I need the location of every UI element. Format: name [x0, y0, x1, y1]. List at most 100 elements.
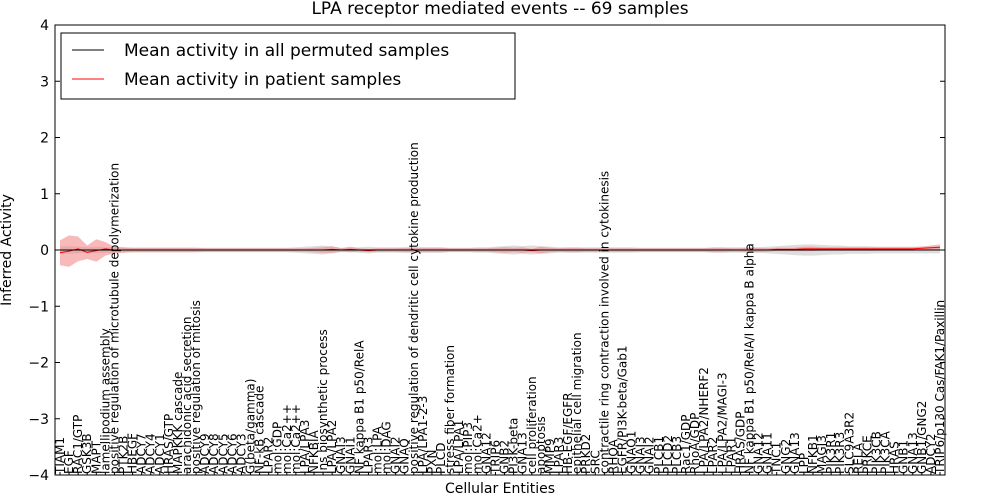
- x-tick-label: GNA11: [761, 432, 775, 474]
- x-tick-label: GNAI1: [343, 436, 357, 474]
- x-tick-label: TIAM1: [53, 437, 67, 475]
- x-tick-label: HBEGF: [126, 433, 140, 474]
- x-tick-label: epithelial cell migration: [570, 332, 584, 474]
- x-tick-label: LPA/LPA2: [325, 420, 339, 474]
- x-tick-label: TRIP6: [489, 440, 503, 475]
- x-tick-label: PIK3CB: [870, 431, 884, 474]
- legend-box: [60, 32, 516, 100]
- x-tick-label: ADCY5: [216, 433, 230, 474]
- x-tick-label: HRAS/GDP: [733, 411, 747, 474]
- x-tick-label: RELA: [851, 442, 865, 474]
- y-tick-label: 2: [40, 131, 49, 147]
- x-tick-label: LPAR1: [724, 437, 738, 474]
- x-tick-label: Ins biosynthetic process: [316, 329, 330, 474]
- x-tick-label: ADCY1: [153, 433, 167, 474]
- x-tick-label: PLCB3: [670, 436, 684, 474]
- y-tick-label: 4: [40, 18, 49, 34]
- x-tick-label: RHOA: [606, 438, 620, 474]
- x-tick-label: MAPT: [89, 440, 103, 474]
- x-tick-label: GNAQ: [398, 438, 412, 474]
- x-tick-label: PRKCE: [860, 435, 874, 474]
- x-tick-label: LPAR2: [706, 437, 720, 474]
- x-tick-label: mol:Ca2++: [289, 404, 303, 474]
- x-tick-label: SLC9A3R2: [842, 412, 856, 474]
- x-tick-label: SRC: [588, 450, 602, 474]
- y-tick-label: −1: [28, 299, 49, 315]
- x-tick-label: LPA/LPA1: [452, 420, 466, 474]
- x-tick-label: ADCY8: [207, 433, 221, 474]
- x-tick-label: LPA/LPA2/MAGI-3: [715, 372, 729, 474]
- x-tick-label: GNAI3: [334, 436, 348, 474]
- x-tick-label: PRKD2: [579, 434, 593, 474]
- series-band-1: [60, 235, 940, 267]
- x-tick-label: GNA12: [479, 432, 493, 474]
- x-tick-label: LPAR3: [552, 437, 566, 474]
- x-tick-label: NF-kB cascade: [253, 386, 267, 474]
- x-tick-label: stress fiber formation: [443, 345, 457, 474]
- x-tick-label: GNAO1: [625, 431, 639, 474]
- x-tick-label: positive regulation of mitosis: [189, 300, 203, 474]
- x-tick-label: contractile ring contraction involved in…: [597, 171, 611, 474]
- x-tick-label: GNA13: [516, 432, 530, 474]
- y-tick-label: 0: [40, 243, 49, 259]
- x-axis-label: Cellular Entities: [445, 481, 555, 497]
- x-tick-label: ADCY2: [924, 433, 938, 474]
- y-tick-label: 3: [40, 74, 49, 90]
- x-tick-label: LPAR3: [362, 437, 376, 474]
- x-tick-label: GNAI2: [389, 436, 403, 474]
- x-tick-label: NF kappa B1 p50/RelA/I kappa B alpha: [743, 243, 757, 474]
- x-tick-label: ADCY3: [234, 433, 248, 474]
- x-tick-label: PLCD: [434, 442, 448, 474]
- legend-label: Mean activity in all permuted samples: [124, 41, 449, 61]
- confidence-bands: [60, 235, 940, 267]
- x-tick-label: PLCD2: [661, 435, 675, 474]
- x-tick-label: LPA/LPA1-2-3: [416, 396, 430, 474]
- x-tick-label: PIK3CA: [879, 430, 893, 474]
- y-tick-label: 1: [40, 187, 49, 203]
- series-lines: [59, 246, 941, 254]
- x-tick-label: GNA13: [788, 432, 802, 474]
- x-tick-label: LPA/LPA3: [298, 420, 312, 474]
- x-tick-label: Rac1/GDP: [679, 415, 693, 474]
- y-tick-label: −2: [28, 356, 49, 372]
- x-tick-label: GNG2: [779, 439, 793, 474]
- x-tick-label: NFKB1: [806, 434, 820, 474]
- x-tick-label: HRAS: [888, 441, 902, 474]
- x-tick-label: GNB1/GNG2: [915, 401, 929, 474]
- chart-title: LPA receptor mediated events -- 69 sampl…: [311, 0, 688, 19]
- x-tick-label: lamellipodium assembly: [98, 328, 112, 474]
- x-tick-label: NF kappa B1 p50/RelA: [352, 340, 366, 474]
- legend: Mean activity in all permuted samplesMea…: [60, 32, 516, 100]
- x-tick-label: ADCY9: [198, 433, 212, 474]
- x-tick-label: apoptosis: [534, 416, 548, 474]
- x-tick-label: PIK3R1: [824, 432, 838, 474]
- x-tick-label: GNAI3: [634, 436, 648, 474]
- x-tick-label: MAGI3: [815, 435, 829, 474]
- x-tick-label: positive regulation of microtubule depol…: [107, 163, 121, 474]
- x-tick-label: LPA/LPA2/NHERF2: [697, 367, 711, 474]
- x-tick-label: RhoA/GDP: [688, 413, 702, 474]
- x-tick-label: EGFR/PI3K-beta/Gab1: [616, 345, 630, 474]
- x-tick-label: PXN: [425, 450, 439, 474]
- x-tick-label: GNB2: [498, 440, 512, 474]
- x-tick-label: RAC1/GTP: [71, 415, 85, 474]
- y-tick-label: −3: [28, 412, 49, 428]
- x-tick-label: positive regulation of dendritic cell cy…: [407, 142, 421, 474]
- y-axis-label: Inferred Activity: [0, 194, 15, 306]
- x-tick-label: ADCY6: [225, 433, 239, 474]
- x-tick-label: mol:LPA: [371, 425, 385, 474]
- x-tick-label: mol:GDP: [271, 422, 285, 474]
- x-tick-label: GNA13: [906, 432, 920, 474]
- x-tick-label: HB-EGF/EGFR: [561, 392, 575, 474]
- x-tick-label: ADCY4: [144, 433, 158, 474]
- x-tick-label: PLCB1: [652, 436, 666, 474]
- x-tick-label: TNC1: [770, 442, 784, 475]
- x-tick-label: mol:Ca2++: [280, 404, 294, 474]
- x-tick-label: PTK2B: [117, 436, 131, 474]
- x-tick-label: MAPKKK cascade: [171, 372, 185, 474]
- x-tick-label: HRAS/GTP: [162, 414, 176, 474]
- x-tick-label: mol:DAG: [380, 421, 394, 474]
- x-tick-label: EGF: [62, 450, 76, 474]
